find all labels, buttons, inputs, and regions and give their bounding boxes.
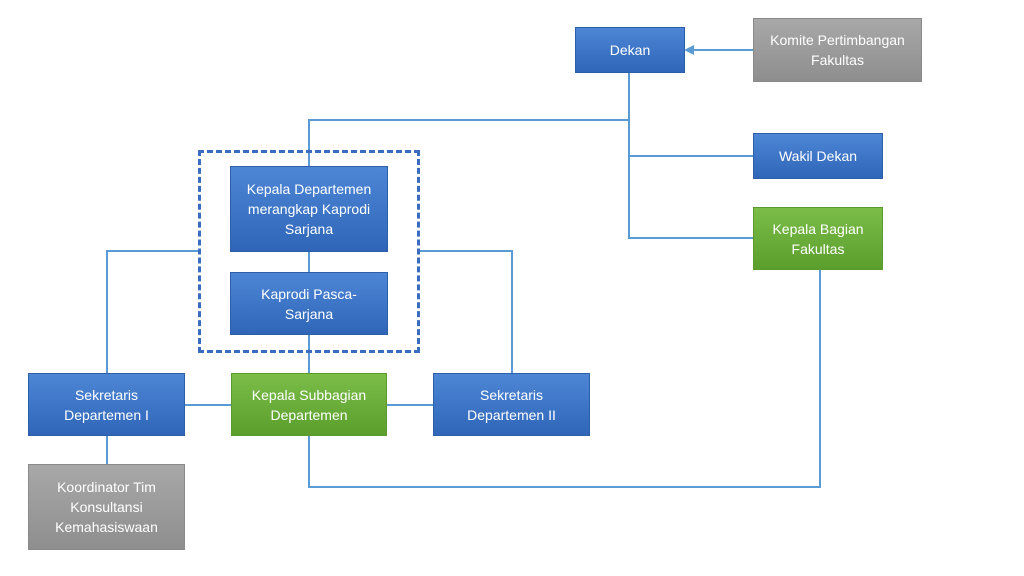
node-sekretaris-departemen-2: Sekretaris Departemen II [433,373,590,436]
node-wakil-dekan: Wakil Dekan [753,133,883,179]
connector-box-sekretaris-2 [420,250,513,373]
node-sekretaris-2-label: Sekretaris Departemen II [467,386,556,423]
node-kepala-departemen: Kepala Departemen merangkap Kaprodi Sarj… [230,166,388,252]
node-kepala-bagian-label: Kepala Bagian Fakultas [772,220,864,257]
node-sekretaris-departemen-1: Sekretaris Departemen I [28,373,185,436]
arrowhead-icon [684,45,694,55]
node-komite-pertimbangan: Komite Pertimbangan Fakultas [753,18,922,82]
node-sekretaris-1-label: Sekretaris Departemen I [64,386,149,423]
node-komite-label: Komite Pertimbangan Fakultas [770,32,905,68]
node-kaprodi-pasca-label: Kaprodi Pasca- Sarjana [261,285,357,322]
connector-box-sekretaris-1 [106,250,198,373]
node-kaprodi-pascasarjana: Kaprodi Pasca- Sarjana [230,272,388,335]
connector-subbagian-kepala-bagian [308,270,821,488]
node-dekan: Dekan [575,27,685,73]
node-kepala-subbagian: Kepala Subbagian Departemen [231,373,387,436]
node-koordinator-tim: Koordinator Tim Konsultansi Kemahasiswaa… [28,464,185,550]
node-dekan-label: Dekan [609,42,651,58]
node-koordinator-label: Koordinator Tim Konsultansi Kemahasiswaa… [55,479,158,535]
node-wakil-dekan-label: Wakil Dekan [778,148,858,164]
connector-dekan-trunk [628,73,753,239]
node-kepala-departemen-label: Kepala Departemen merangkap Kaprodi Sarj… [246,181,372,237]
node-kepala-bagian-fakultas: Kepala Bagian Fakultas [753,207,883,270]
node-kepala-subbagian-label: Kepala Subbagian Departemen [251,386,367,423]
kaprodi-group-dashed-box [198,150,420,353]
